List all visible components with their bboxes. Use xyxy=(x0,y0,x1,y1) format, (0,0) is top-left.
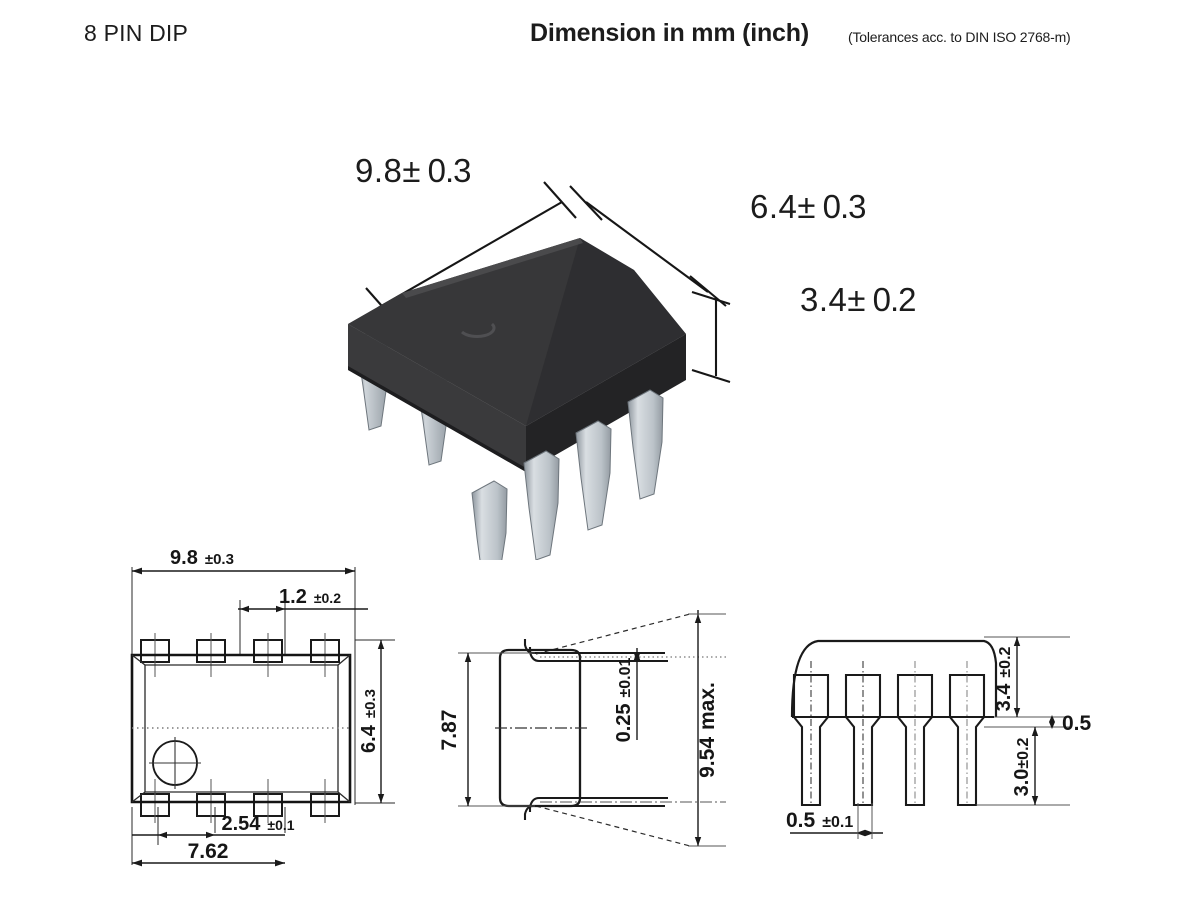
label-lead-width-front: 0.5±0.1 xyxy=(786,809,853,832)
dimension-unit-title: Dimension in mm (inch) xyxy=(530,19,809,47)
label-body-length: 9.8±0.3 xyxy=(170,547,234,569)
label-body-width: 6.4±0.3 xyxy=(358,689,380,753)
label-row-spacing: 7.62 xyxy=(188,840,229,863)
dim-line-overall-length xyxy=(694,610,702,846)
iso-pin-front-group xyxy=(471,389,664,560)
page-title: 8 PIN DIP xyxy=(84,20,189,46)
dim-line-standoff xyxy=(1049,715,1055,729)
label-overall-length: 9.54max. xyxy=(696,682,719,778)
front-view-body-outline xyxy=(790,639,998,718)
top-view-drawing: 9.8±0.3 1.2±0.2 6.4±0.3 2.54±0.1 7.62 xyxy=(130,547,395,867)
front-view-pins xyxy=(792,673,986,807)
label-standoff: 0.5 xyxy=(1062,712,1092,735)
dim-line-lead-thickness xyxy=(633,648,641,740)
tolerance-note: (Tolerances acc. to DIN ISO 2768-m) xyxy=(848,29,1071,45)
label-lead-length: 3.0±0.2 xyxy=(1011,737,1033,796)
dim-line-lead-span xyxy=(464,653,472,806)
iso-width-value: 6.4 xyxy=(750,188,798,225)
iso-length-value: 9.8 xyxy=(355,152,403,189)
dim-line-lead-width xyxy=(238,605,368,613)
dim-line-body-height xyxy=(1013,637,1021,717)
side-view-body-outline xyxy=(498,648,582,808)
pin1-dimple-icon xyxy=(460,322,496,338)
iso-body-front-face xyxy=(526,334,686,472)
iso-dim-height: 3.4± 0.2 xyxy=(800,281,917,319)
label-lead-span: 7.87 xyxy=(440,710,461,751)
isometric-package-drawing xyxy=(348,181,731,560)
iso-body-left-face xyxy=(348,324,526,472)
dim-line-pin-pitch xyxy=(132,831,285,839)
iso-height-tolerance: ± 0.2 xyxy=(847,281,916,318)
label-pin-pitch: 2.54±0.1 xyxy=(221,813,294,835)
dim-line-body-length xyxy=(132,567,355,575)
label-body-height: 3.4±0.2 xyxy=(993,646,1015,711)
iso-length-tolerance: ± 0.3 xyxy=(402,152,471,189)
iso-dim-width: 6.4± 0.3 xyxy=(750,188,867,226)
iso-height-dimension-line xyxy=(691,290,731,384)
label-lead-thickness: 0.25±0.01 xyxy=(613,657,635,742)
dim-line-row-spacing xyxy=(132,859,285,867)
pin1-marker-icon xyxy=(149,737,201,789)
label-lead-width: 1.2±0.2 xyxy=(279,586,341,608)
front-view-drawing: 3.4±0.2 0.5 3.0±0.2 0.5±0.1 xyxy=(786,636,1092,839)
iso-dim-length: 9.8± 0.3 xyxy=(355,152,472,190)
side-view-drawing: 7.87 0.25±0.01 9.54max. xyxy=(440,610,726,847)
iso-height-value: 3.4 xyxy=(800,281,848,318)
dim-line-lead-length xyxy=(1031,727,1039,805)
dim-line-body-width xyxy=(377,640,385,803)
dim-line-lead-width-front xyxy=(790,803,883,839)
iso-width-tolerance: ± 0.3 xyxy=(797,188,866,225)
